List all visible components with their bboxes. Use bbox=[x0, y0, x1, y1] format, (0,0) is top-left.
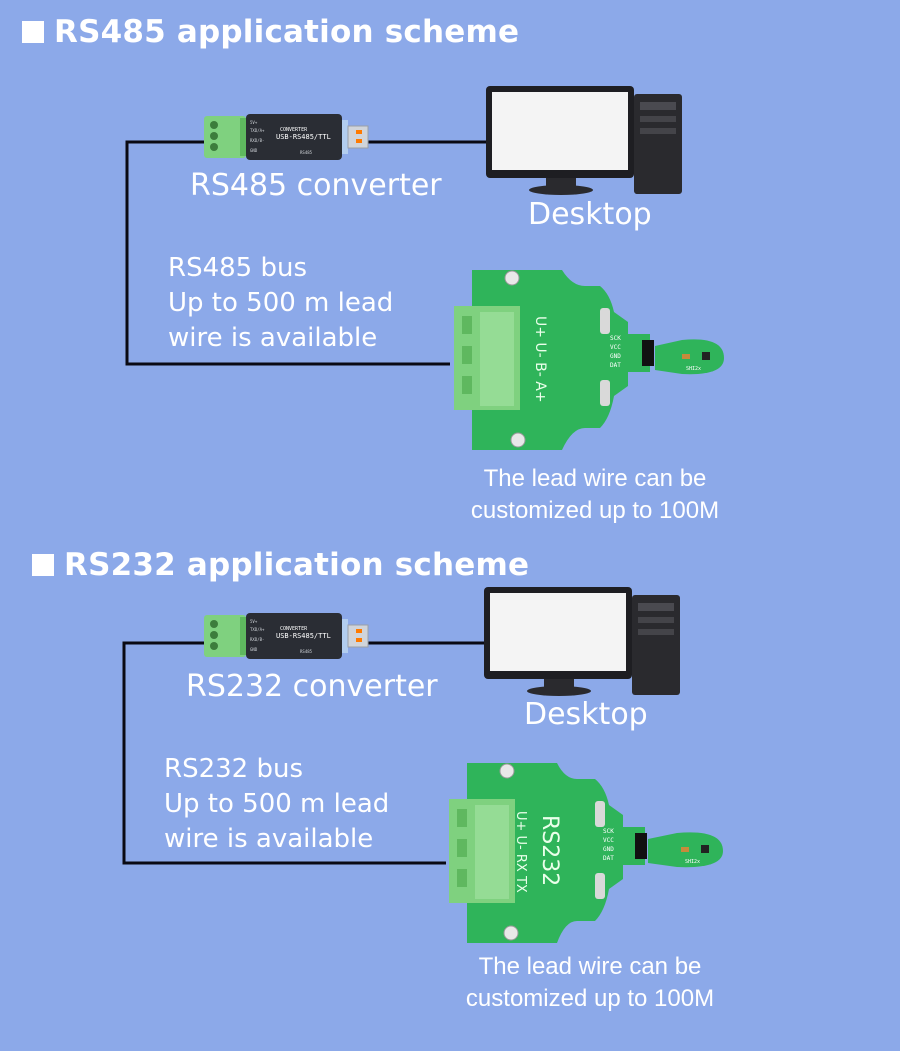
rs485-section: RS485 application scheme USB-RS485/TTL C… bbox=[0, 0, 900, 524]
converter-mode-label: RS485 bbox=[300, 649, 313, 654]
note-line: customized up to 100M bbox=[470, 497, 720, 524]
converter-label: RS232 converter bbox=[186, 669, 438, 704]
bus-line: Up to 500 m lead bbox=[164, 789, 390, 819]
header-pin-label: DAT bbox=[610, 362, 621, 369]
sensor-board-icon: U+ U- RX TX RS232 SCK VCC GND DAT SHI2x bbox=[449, 763, 723, 943]
header-pin-label: GND bbox=[610, 353, 621, 360]
rs232-section: RS232 application scheme USB-RS485/TTL C… bbox=[0, 531, 900, 1051]
lead-wire-note: The lead wire can be customized up to 10… bbox=[440, 951, 740, 1015]
section-title: RS485 application scheme bbox=[22, 14, 519, 50]
bus-description: RS232 bus Up to 500 m lead wire is avail… bbox=[164, 752, 389, 857]
converter-pin-label: RXD/B- bbox=[250, 637, 264, 642]
converter-pin-label: GND bbox=[250, 148, 258, 153]
converter-pin-label: 5V+ bbox=[250, 120, 258, 125]
converter-pin-label: TXD/A+ bbox=[250, 128, 265, 133]
desktop-computer-icon bbox=[486, 86, 682, 195]
bus-line: Up to 500 m lead bbox=[168, 288, 394, 318]
section-title: RS232 application scheme bbox=[32, 547, 529, 583]
converter-print-sub: CONVERTER bbox=[280, 626, 308, 632]
usb-converter-icon: USB-RS485/TTL CONVERTER 5V+ TXD/A+ RXD/B… bbox=[204, 613, 369, 659]
converter-print-main: USB-RS485/TTL bbox=[276, 133, 331, 141]
converter-pin-label: 5V+ bbox=[250, 619, 258, 624]
bus-line: RS232 bus bbox=[164, 754, 303, 784]
converter-pin-label: TXD/A+ bbox=[250, 627, 265, 632]
header-pin-label: VCC bbox=[610, 344, 621, 351]
desktop-computer-icon bbox=[484, 587, 680, 696]
board-chip-label: RS232 bbox=[537, 815, 562, 886]
sensor-board-icon: U+ U- B- A+ SCK VCC GND DAT SHI2x bbox=[454, 270, 724, 450]
bus-wire bbox=[125, 140, 450, 366]
section-title-text: RS485 application scheme bbox=[54, 14, 520, 50]
bus-description: RS485 bus Up to 500 m lead wire is avail… bbox=[168, 251, 393, 356]
bus-line: RS485 bus bbox=[168, 253, 307, 283]
section-title-text: RS232 application scheme bbox=[64, 547, 530, 583]
desktop-label: Desktop bbox=[528, 197, 652, 232]
converter-print-sub: CONVERTER bbox=[280, 127, 308, 133]
lead-wire-note: The lead wire can be customized up to 10… bbox=[445, 463, 745, 527]
converter-pin-label: RXD/B- bbox=[250, 138, 264, 143]
header-pin-label: DAT bbox=[603, 855, 614, 862]
bus-wire bbox=[122, 641, 446, 865]
usb-converter-icon: USB-RS485/TTL CONVERTER 5V+ TXD/A+ RXD/B… bbox=[204, 114, 369, 160]
header-pin-label: SCK bbox=[610, 335, 621, 342]
probe-label: SHI2x bbox=[686, 366, 701, 372]
board-pin-label: U+ U- B- A+ bbox=[532, 316, 548, 403]
header-pin-label: SCK bbox=[603, 828, 614, 835]
wiring-lines bbox=[125, 140, 486, 366]
note-line: The lead wire can be bbox=[478, 953, 702, 980]
converter-print-main: USB-RS485/TTL bbox=[276, 632, 331, 640]
note-line: customized up to 100M bbox=[465, 985, 715, 1012]
desktop-label: Desktop bbox=[524, 697, 648, 732]
converter-pin-label: GND bbox=[250, 647, 258, 652]
probe-label: SHI2x bbox=[685, 859, 700, 865]
header-pin-label: GND bbox=[603, 846, 614, 853]
note-line: The lead wire can be bbox=[483, 465, 707, 492]
bus-line: wire is available bbox=[168, 323, 378, 353]
board-pin-label: U+ U- RX TX bbox=[513, 811, 528, 893]
bullet-square-icon bbox=[22, 21, 44, 43]
bus-line: wire is available bbox=[164, 824, 374, 854]
header-pin-label: VCC bbox=[603, 837, 614, 844]
converter-mode-label: RS485 bbox=[300, 150, 313, 155]
wiring-lines bbox=[122, 641, 484, 865]
converter-label: RS485 converter bbox=[190, 168, 442, 203]
bullet-square-icon bbox=[32, 554, 54, 576]
